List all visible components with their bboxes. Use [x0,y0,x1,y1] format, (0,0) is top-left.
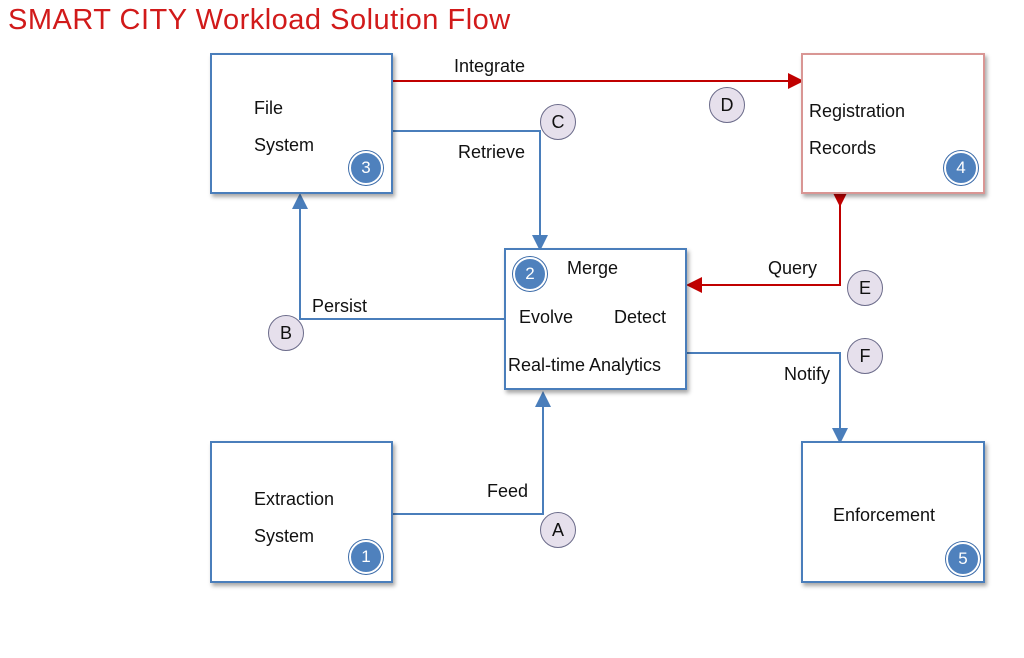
file-system-label-line1: File [254,98,284,118]
notify-arrow [686,352,848,444]
marker-f: F [847,338,883,374]
marker-b: B [268,315,304,351]
merge-label: Merge [567,258,619,278]
feed-label: Feed [487,481,529,501]
badge-1: 1 [349,540,383,574]
extraction-label-line2: System [254,526,315,546]
badge-4: 4 [944,151,978,185]
page-title: SMART CITY Workload Solution Flow [8,4,511,36]
badge-3: 3 [349,151,383,185]
analytics-label: Real-time Analytics [508,355,662,375]
registration-label-line1: Registration [809,101,906,121]
enforcement-label: Enforcement [833,505,936,525]
detect-label: Detect [614,307,667,327]
notify-label: Notify [784,364,831,384]
extraction-system-box[interactable] [210,441,393,583]
extraction-label-line1: Extraction [254,489,335,509]
marker-e: E [847,270,883,306]
query-arrow [686,191,848,293]
persist-arrow [292,193,504,320]
retrieve-arrow [391,130,548,251]
badge-5: 5 [946,542,980,576]
evolve-label: Evolve [519,307,574,327]
registration-label-line2: Records [809,138,877,158]
file-system-label-line2: System [254,135,315,155]
marker-c: C [540,104,576,140]
retrieve-label: Retrieve [458,142,526,162]
persist-label: Persist [312,296,368,316]
integrate-label: Integrate [454,56,526,76]
marker-a: A [540,512,576,548]
query-label: Query [768,258,818,278]
badge-2: 2 [513,257,547,291]
marker-d: D [709,87,745,123]
feed-arrow [393,391,551,515]
